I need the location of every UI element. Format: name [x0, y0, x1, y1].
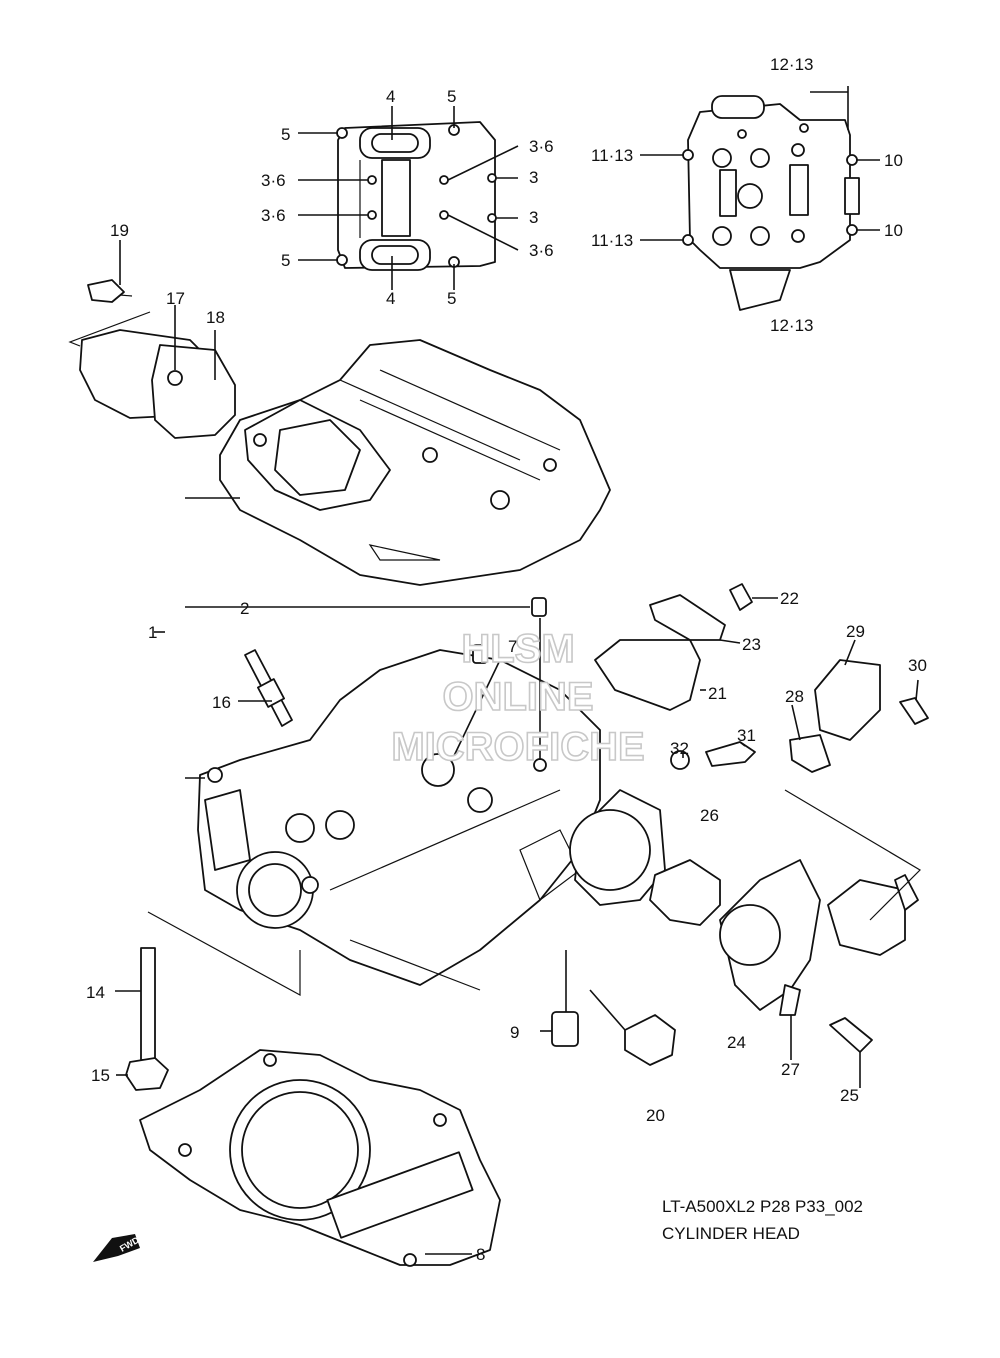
part-label-29: 29	[846, 622, 865, 641]
part-label-17: 17	[166, 289, 185, 308]
diagram-title: CYLINDER HEAD	[662, 1224, 800, 1243]
seq-label-3-6-left-upper: 3·6	[261, 171, 286, 190]
seq-label-10-upper: 10	[884, 151, 903, 170]
part-label-15: 15	[91, 1066, 110, 1085]
seq-label-5-left-bottom: 5	[281, 251, 290, 270]
seal-7	[451, 644, 501, 761]
part-label-18: 18	[206, 308, 225, 327]
thermostat-assembly	[540, 639, 929, 1088]
seq-label-3-lower: 3	[529, 208, 538, 227]
part-label-16: 16	[212, 693, 231, 712]
cylinder-head-bolt-sequence-view	[640, 86, 880, 311]
part-label-1: 1	[148, 623, 157, 642]
seq-label-4-top: 4	[386, 87, 395, 106]
seq-label-12-13-top: 12·13	[770, 55, 813, 74]
part-label-26: 26	[700, 806, 719, 825]
part-label-30: 30	[908, 656, 927, 675]
part-label-28: 28	[785, 687, 804, 706]
part-label-7: 7	[508, 637, 517, 656]
cylinder-head-gasket-8	[139, 1049, 501, 1267]
stud-bolt-14	[115, 911, 301, 1061]
part-label-2: 2	[240, 599, 249, 618]
seq-label-11-13-lower: 11·13	[591, 231, 633, 250]
fwd-direction-arrow-icon: FWD	[93, 1234, 141, 1262]
part-label-32: 32	[670, 739, 689, 758]
model-code: LT-A500XL2 P28 P33_002	[662, 1197, 863, 1216]
cylinder-head	[154, 631, 601, 991]
head-cover-assembly	[68, 240, 236, 439]
seq-label-4-bottom: 4	[386, 289, 395, 308]
part-labels: 1 2 7 8 9 14 15 16 17 18 19 20 21 22 23 …	[86, 55, 927, 1264]
part-label-19: 19	[110, 221, 129, 240]
part-label-31: 31	[737, 726, 756, 745]
seq-label-3-6-left-lower: 3·6	[261, 206, 286, 225]
watermark: HLSM ONLINE MICROFICHE	[391, 626, 646, 770]
part-label-23: 23	[742, 635, 761, 654]
diagram-caption: LT-A500XL2 P28 P33_002 CYLINDER HEAD	[662, 1197, 863, 1243]
part-label-22: 22	[780, 589, 799, 608]
cylinder-head-cover	[185, 339, 611, 586]
seq-label-5-top: 5	[447, 87, 456, 106]
part-label-25: 25	[840, 1086, 859, 1105]
part-label-20: 20	[646, 1106, 665, 1125]
nut-15	[116, 1057, 169, 1091]
seq-label-12-13-bottom: 12·13	[770, 316, 813, 335]
part-label-14: 14	[86, 983, 105, 1002]
seq-label-3-6-right-top: 3·6	[529, 137, 554, 156]
part-label-21: 21	[708, 684, 727, 703]
seq-label-11-13-upper: 11·13	[591, 146, 633, 165]
seq-label-3-6-right-bottom: 3·6	[529, 241, 554, 260]
watermark-line-2: ONLINE	[442, 675, 593, 719]
seq-label-3-upper: 3	[529, 168, 538, 187]
seq-label-10-lower: 10	[884, 221, 903, 240]
part-label-24: 24	[727, 1033, 746, 1052]
intake-pipe-assembly	[594, 583, 778, 711]
part-label-9: 9	[510, 1023, 519, 1042]
part-label-27: 27	[781, 1060, 800, 1079]
dowel-pin-2	[185, 597, 547, 760]
head-cover-bolt-sequence-view	[298, 106, 519, 290]
seq-label-5-left-top: 5	[281, 125, 290, 144]
seq-label-5-bottom: 5	[447, 289, 456, 308]
part-label-8: 8	[476, 1245, 485, 1264]
watermark-line-1: HLSM	[461, 627, 574, 671]
spark-plug-16	[238, 649, 293, 727]
watermark-line-3: MICROFICHE	[391, 725, 644, 769]
